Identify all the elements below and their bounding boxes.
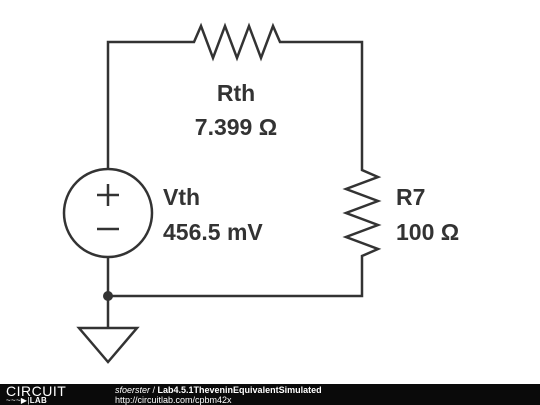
voltage-source-circle	[62, 167, 154, 259]
r7-name-label: R7	[396, 184, 425, 210]
circuitlab-logo[interactable]: CIRCUIT	[6, 383, 67, 399]
vth-name-label: Vth	[163, 184, 200, 210]
voltage-source-vth	[62, 167, 154, 259]
footer-bar: CIRCUIT ~~~▶|LAB sfoerster / Lab4.5.1The…	[0, 384, 540, 405]
logo-lab-text: LAB	[29, 396, 48, 405]
credit-separator: /	[150, 385, 158, 395]
resistor-r7-symbol	[342, 165, 382, 260]
wire-bottom	[106, 258, 364, 298]
circuit-url-link[interactable]: http://circuitlab.com/cpbm42x	[115, 395, 232, 405]
circuitlab-logo-sub: ~~~▶|LAB	[6, 396, 47, 405]
circuit-schematic: Rth 7.399 Ω Vth 456.5 mV R7 100 Ω	[62, 22, 459, 364]
ground-icon	[76, 326, 140, 364]
logo-symbol: ~~~▶|	[6, 396, 30, 405]
junction-node	[103, 291, 113, 301]
resistor-rth-symbol	[188, 22, 286, 62]
r7-value-label: 100 Ω	[396, 219, 459, 245]
circuit-title[interactable]: Lab4.5.1TheveninEquivalentSimulated	[157, 385, 322, 395]
wire-top-left	[106, 40, 188, 168]
author-name[interactable]: sfoerster	[115, 385, 151, 395]
rth-value-label: 7.399 Ω	[195, 114, 277, 140]
rth-name-label: Rth	[217, 80, 255, 106]
wire-top-right	[286, 40, 364, 165]
vth-value-label: 456.5 mV	[163, 219, 263, 245]
credit-line: sfoerster / Lab4.5.1TheveninEquivalentSi…	[115, 385, 322, 395]
